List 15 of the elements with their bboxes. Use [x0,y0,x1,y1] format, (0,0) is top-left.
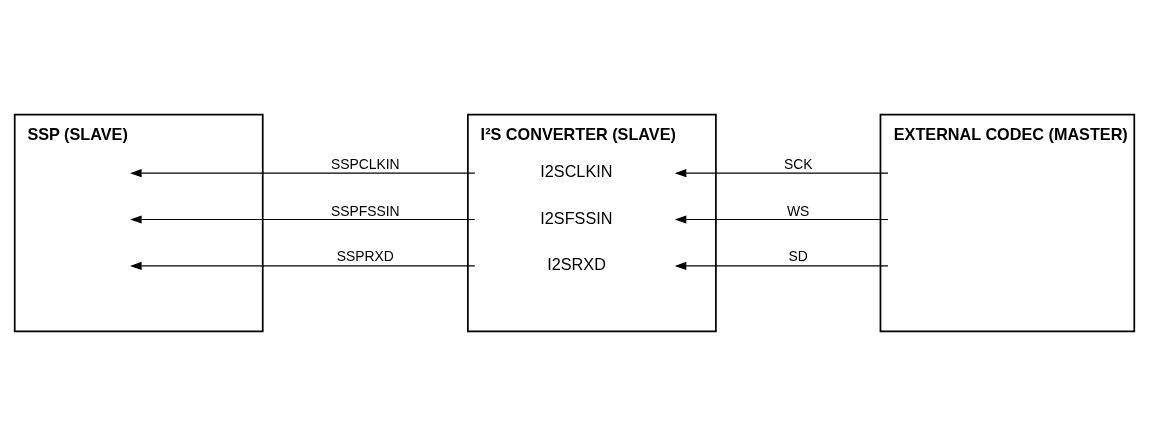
arrow [674,214,889,224]
edge-label: SSPFSSIN [330,202,400,219]
arrow [130,168,476,177]
edge-label: SSPRXD [336,247,394,264]
edge-label: SSPCLKIN [330,155,400,172]
arrow [130,214,476,224]
arrow [674,168,889,177]
arrow [674,261,889,270]
arrow [130,261,476,270]
edge-label: WS [786,202,810,219]
node-box: SSP (SLAVE) [13,113,264,332]
edge-label: SCK [783,155,813,172]
edge-label: SD [788,247,808,264]
node-box: I²S CONVERTER (SLAVE) I2SCLKIN I2SFSSIN I2SRXD [467,113,717,332]
node-box: EXTERNAL CODEC (MASTER) [879,113,1136,332]
